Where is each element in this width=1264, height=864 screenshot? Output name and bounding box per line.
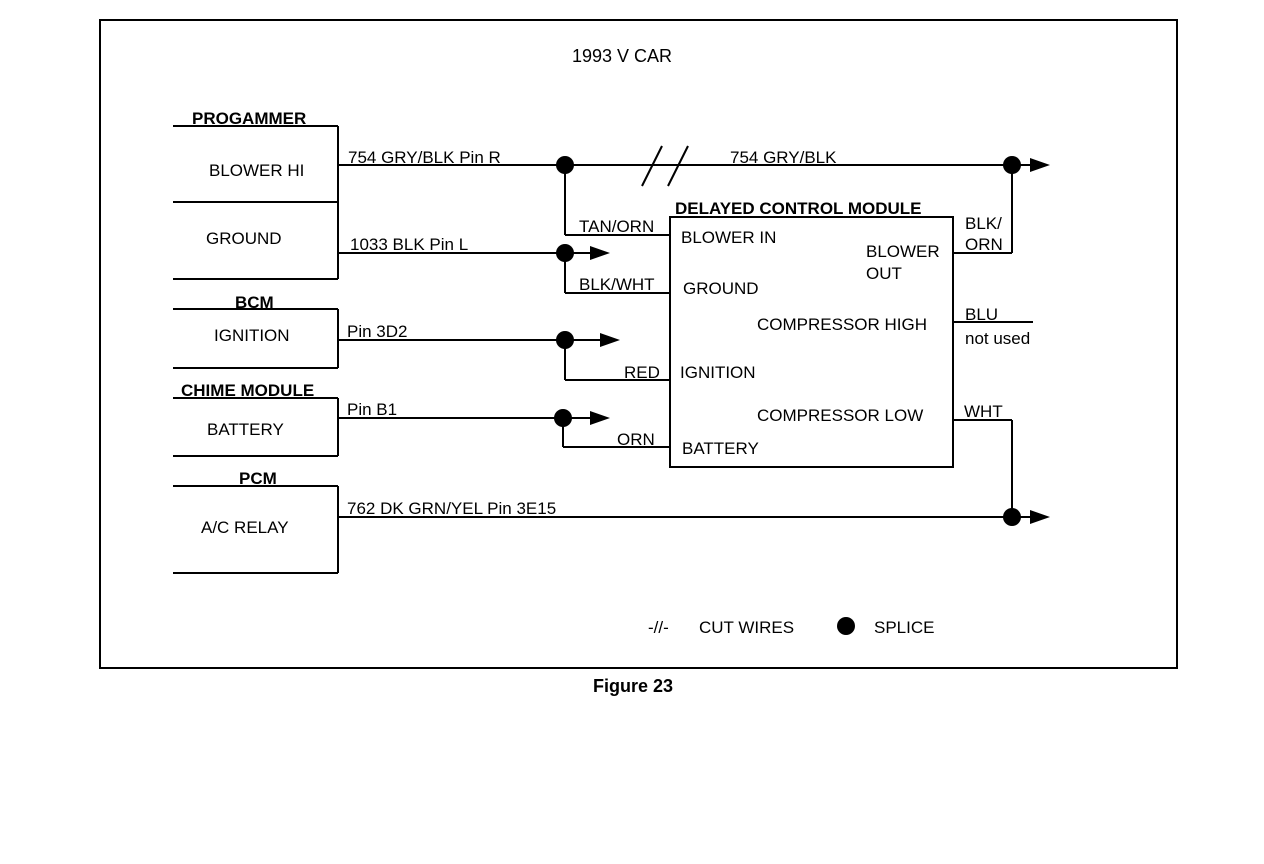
arrowhead [590,411,610,425]
figure-caption: Figure 23 [593,676,673,696]
arrowhead [1030,510,1050,524]
wire-red-label: RED [624,363,660,382]
chime-battery-label: BATTERY [207,420,284,439]
wire-blk-wht-label: BLK/WHT [579,275,655,294]
splice-dot [556,156,574,174]
arrowhead [1030,158,1050,172]
module-battery: BATTERY [682,439,759,458]
legend: -//- CUT WIRES SPLICE [648,617,934,637]
legend-cut-label: CUT WIRES [699,618,794,637]
wire-ac-relay-label: 762 DK GRN/YEL Pin 3E15 [347,499,556,518]
wire-blower-hi-cont-label: 754 GRY/BLK [730,148,837,167]
wire-ground-label: 1033 BLK Pin L [350,235,468,254]
module-blower-out-1: BLOWER [866,242,940,261]
wire-compressor-low: WHT [953,402,1013,517]
wire-blk-orn-label-2: ORN [965,235,1003,254]
cut-mark [667,145,689,187]
bcm-block: BCM IGNITION [173,293,339,369]
chime-module-header: CHIME MODULE [181,381,314,400]
wire-battery-label: Pin B1 [347,400,397,419]
splice-dot [1003,156,1021,174]
diagram-frame [99,19,1178,669]
arrowhead [590,246,610,260]
programmer-header: PROGAMMER [192,109,306,128]
splice-dot [554,409,572,427]
arrowhead [600,333,620,347]
wire-battery: Pin B1 ORN [338,400,670,449]
legend-splice-dot [837,617,855,635]
module-compressor-low: COMPRESSOR LOW [757,406,923,425]
legend-cut-symbol: -//- [648,618,669,637]
wire-ground: 1033 BLK Pin L BLK/WHT [338,235,670,294]
wire-blower-hi: 754 GRY/BLK Pin R 754 GRY/BLK TAN/ORN [338,145,1012,236]
wire-blk-orn-label-1: BLK/ [965,214,1002,233]
wire-not-used-label: not used [965,329,1030,348]
wire-orn-label: ORN [617,430,655,449]
wire-blower-out: BLK/ ORN [953,156,1050,254]
programmer-ground-label: GROUND [206,229,282,248]
module-blower-out-2: OUT [866,264,902,283]
wire-blower-hi-label: 754 GRY/BLK Pin R [348,148,501,167]
pcm-ac-relay-label: A/C RELAY [201,518,289,537]
wire-tan-orn-label: TAN/ORN [579,217,654,236]
wire-ac-relay: 762 DK GRN/YEL Pin 3E15 [338,499,1050,526]
delayed-control-module: DELAYED CONTROL MODULE BLOWER IN GROUND … [669,199,954,468]
wire-compressor-high: BLU not used [953,305,1033,348]
wire-wht-label: WHT [964,402,1003,421]
splice-dot [556,331,574,349]
programmer-blower-hi-label: BLOWER HI [209,161,304,180]
wire-ignition: Pin 3D2 RED [338,322,670,382]
module-ignition: IGNITION [680,363,756,382]
bcm-ignition-label: IGNITION [214,326,290,345]
module-ground: GROUND [683,279,759,298]
pcm-block: PCM A/C RELAY [173,469,339,574]
bcm-header: BCM [235,293,274,312]
splice-dot [556,244,574,262]
wire-ignition-label: Pin 3D2 [347,322,407,341]
legend-splice-label: SPLICE [874,618,934,637]
cut-mark [641,145,663,187]
programmer-block: PROGAMMER BLOWER HI GROUND [173,109,339,280]
wire-blu-label: BLU [965,305,998,324]
pcm-header: PCM [239,469,277,488]
diagram-title: 1993 V CAR [572,46,672,66]
module-blower-in: BLOWER IN [681,228,776,247]
chime-module-block: CHIME MODULE BATTERY [173,381,339,457]
module-title: DELAYED CONTROL MODULE [675,199,922,218]
module-compressor-high: COMPRESSOR HIGH [757,315,927,334]
